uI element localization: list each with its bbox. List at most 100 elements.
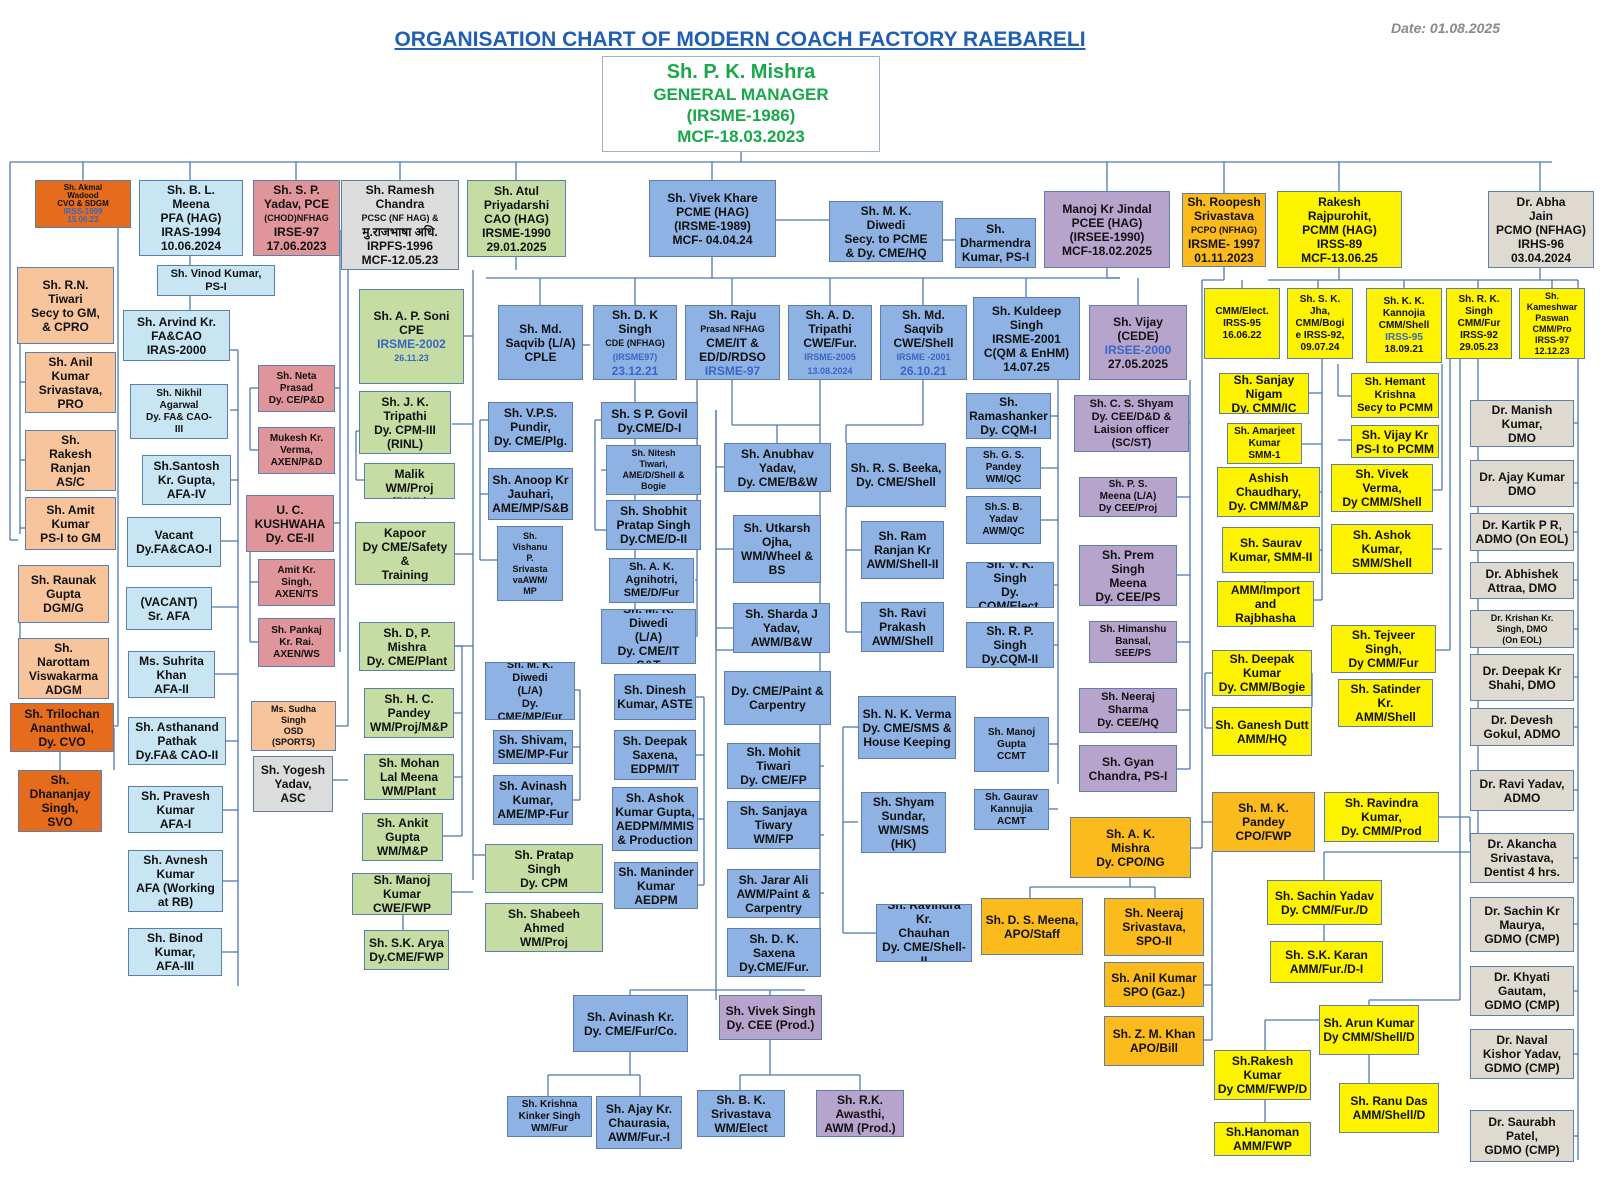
gm-service: (IRSME-1986) (686, 106, 796, 125)
org-box-line: Sh. Vijay Kr (1361, 427, 1429, 442)
org-box-line: Singh (1465, 305, 1493, 317)
org-box-line: Verma, (1362, 481, 1402, 495)
org-box-line: Wadood (67, 191, 99, 200)
org-box-line: Dy CMM/Fur (1348, 656, 1419, 670)
org-box-line: Sh. Trilochan (24, 706, 100, 721)
org-box-line: Kumar (51, 368, 90, 383)
org-box-line: Sh. Shivam, (498, 733, 568, 747)
org-box-vinod: Sh. Vinod Kumar,PS-I (157, 265, 275, 296)
org-box-line: (L/A) (634, 629, 663, 644)
org-box-line: Sh. Vivek Singh (725, 1003, 816, 1018)
org-box-line: Tripathi (383, 408, 427, 423)
org-box-line: Kumar (156, 867, 195, 881)
org-box-line: IRSME- 1997 (1187, 237, 1261, 251)
org-box-line: BS (768, 563, 786, 577)
org-box-line: IRAS-1994 (161, 225, 221, 239)
org-box-line: Sh. Ranu Das (1350, 1094, 1428, 1108)
org-box-line: Sh. Sachin Yadav (1274, 888, 1375, 903)
org-box-line: Sh. Shyam (872, 794, 935, 809)
org-box-line: Sh. K. K. (1383, 295, 1425, 307)
org-box-line: Sh. Pravesh (141, 788, 210, 803)
org-box-line: Dr. Sachin Kr (1484, 903, 1560, 918)
org-box-line: Sh.S. B. (984, 502, 1023, 513)
org-box-line: Sh. Sanjaya (739, 804, 808, 818)
org-box-line: Pundir, (510, 420, 551, 434)
org-box-line: Sh. Rajesh Kr (1226, 582, 1304, 583)
org-box-line: AMM/Import and (1230, 583, 1301, 611)
org-box-line: Sh. C. S. Shyam (1089, 397, 1174, 410)
org-box-line: Sh. Ram (878, 529, 927, 543)
org-box-line: Carpentry (749, 698, 806, 712)
org-box-line: Dy. CQM/Elect. (978, 585, 1042, 608)
org-box-line: MCF-13.06.25 (1301, 250, 1378, 265)
org-box-line: MCF- 04.04.24 (672, 232, 753, 247)
org-box-line: Sh. (986, 222, 1005, 236)
org-box-line: Sh. Asthanand (135, 720, 219, 734)
org-box-line: IRSS-1999 (63, 207, 103, 216)
org-box-line: & CPRO (42, 319, 89, 334)
org-box-line: PCME (HAG) (676, 204, 749, 219)
org-box-line: at RB) (157, 895, 194, 909)
org-box-line: Laision officer (1093, 423, 1170, 436)
org-box-line: Rakesh (49, 446, 92, 461)
org-box-line: Sh. B. K. Kapoor (380, 523, 429, 540)
org-box-line: OSD (283, 726, 304, 736)
org-box-ak-agnihotri: Sh. A. K.Agnihotri,SME/D/Fur (609, 558, 694, 603)
org-box-line: CPLE (524, 349, 557, 364)
org-box-line: IRSME-2001 (992, 331, 1061, 346)
org-box-line: Srivasta (512, 563, 548, 574)
org-box-line: Singh (527, 861, 561, 876)
org-box-line: 29.01.2025 (486, 239, 547, 254)
org-box-line: AMM/FWP (1233, 1139, 1292, 1153)
org-box-line: Sh. Ajay Kr. (605, 1101, 673, 1116)
org-box-line: Maurya, (1499, 917, 1545, 932)
org-box-line: e IRSS-92, (1295, 329, 1345, 341)
org-box-line: Dy. CPM-III (374, 422, 436, 437)
org-box-line: 29.05.23 (1459, 341, 1499, 353)
org-box-mukesh: Mukesh Kr.Verma,AXEN/P&D (258, 427, 335, 474)
org-box-line: Paswan (1535, 312, 1569, 323)
org-box-line: DMO (1508, 483, 1536, 498)
org-box-line: Shahi, DMO (1488, 677, 1556, 692)
org-box-line: Manoj Kr Jindal (1062, 201, 1152, 216)
org-box-line: Attraa, DMO (1487, 580, 1557, 595)
org-box-line: Sh. Vijay (1113, 314, 1163, 329)
org-box-line: Tripathi (808, 321, 852, 336)
org-box-line: Dy. CME/MP/Fur (497, 697, 563, 720)
org-box-line: Dy. CE-II (265, 530, 315, 545)
org-box-line: CDE (NFHAG) (605, 337, 665, 348)
org-box-mk-diwedi-mp: Sh. M. K.Diwedi(L/A)Dy. CME/MP/Fur (485, 662, 575, 720)
org-box-line: Dy. CEE/HQ (1097, 717, 1159, 729)
org-box-line: Chandra (375, 197, 425, 211)
org-box-line: Sh. (999, 395, 1018, 409)
org-box-line: Kr. Rai. (279, 636, 314, 648)
org-box-line: Kumar (156, 802, 195, 817)
org-box-line: PS-I to PCMM (1356, 441, 1434, 456)
